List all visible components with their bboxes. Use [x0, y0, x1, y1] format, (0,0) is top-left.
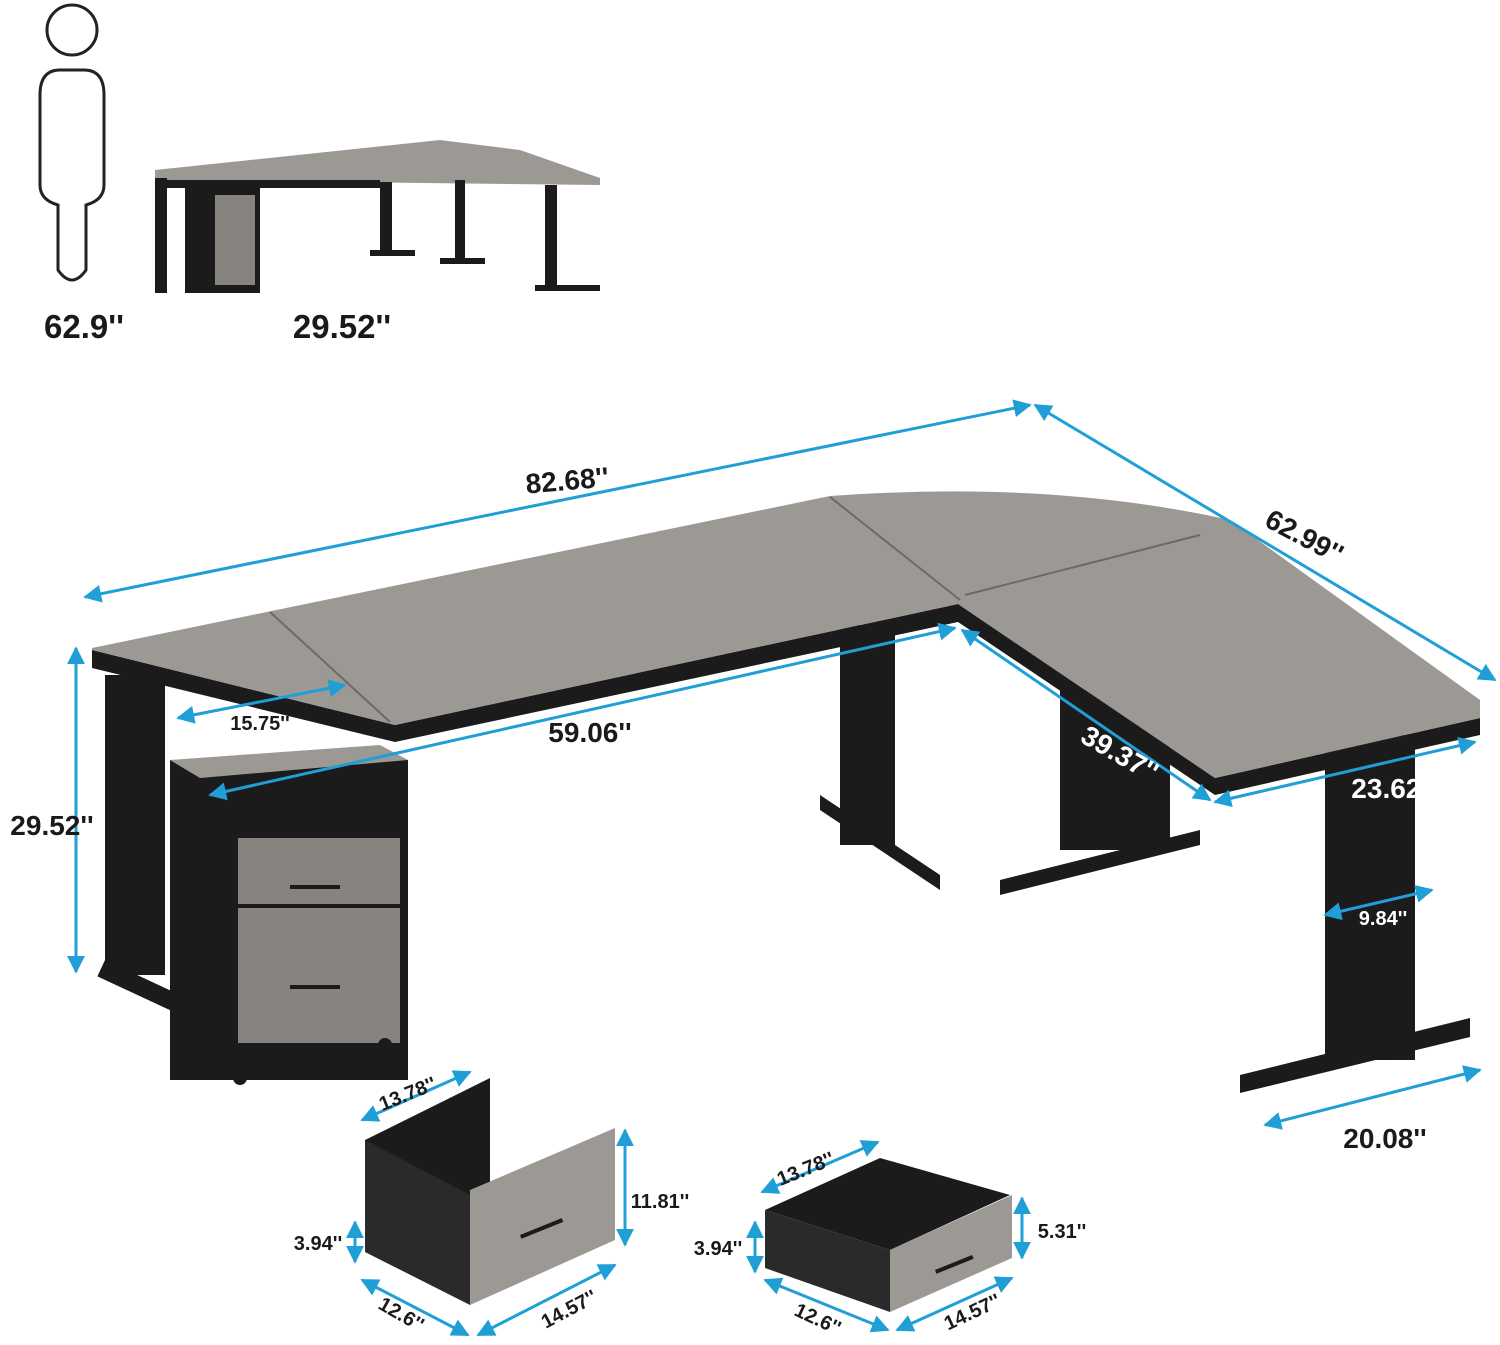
file-drawer-image	[346, 1070, 634, 1337]
file-drawer-inner-height-label: 3.94''	[294, 1233, 342, 1255]
leg-width-label: 9.84''	[1359, 908, 1407, 930]
small-drawer-image	[746, 1140, 1031, 1333]
desk-depth-label: 23.62''	[1351, 773, 1434, 804]
file-drawer-front-width-label: 14.57''	[538, 1286, 601, 1333]
height-label: 29.52''	[10, 810, 93, 841]
small-drawer-width-label: 12.6''	[791, 1299, 844, 1339]
person-silhouette-icon	[38, 3, 106, 282]
foot-length-label: 20.08''	[1343, 1123, 1426, 1154]
l-shaped-desk-image	[92, 491, 1480, 1093]
file-drawer-height-label: 11.81''	[631, 1191, 689, 1213]
main-inner-length-label: 59.06''	[548, 717, 631, 748]
person-height-label: 62.9''	[44, 308, 124, 345]
extension-depth-label: 15.75''	[230, 713, 290, 735]
overview-height-label: 29.52''	[293, 308, 391, 345]
total-length-label: 82.68''	[524, 461, 610, 499]
desk-overview-image	[155, 140, 600, 293]
dimension-lines	[67, 399, 1497, 1130]
small-drawer-inner-height-label: 3.94''	[694, 1238, 742, 1260]
small-drawer-height-label: 5.31''	[1038, 1221, 1086, 1243]
